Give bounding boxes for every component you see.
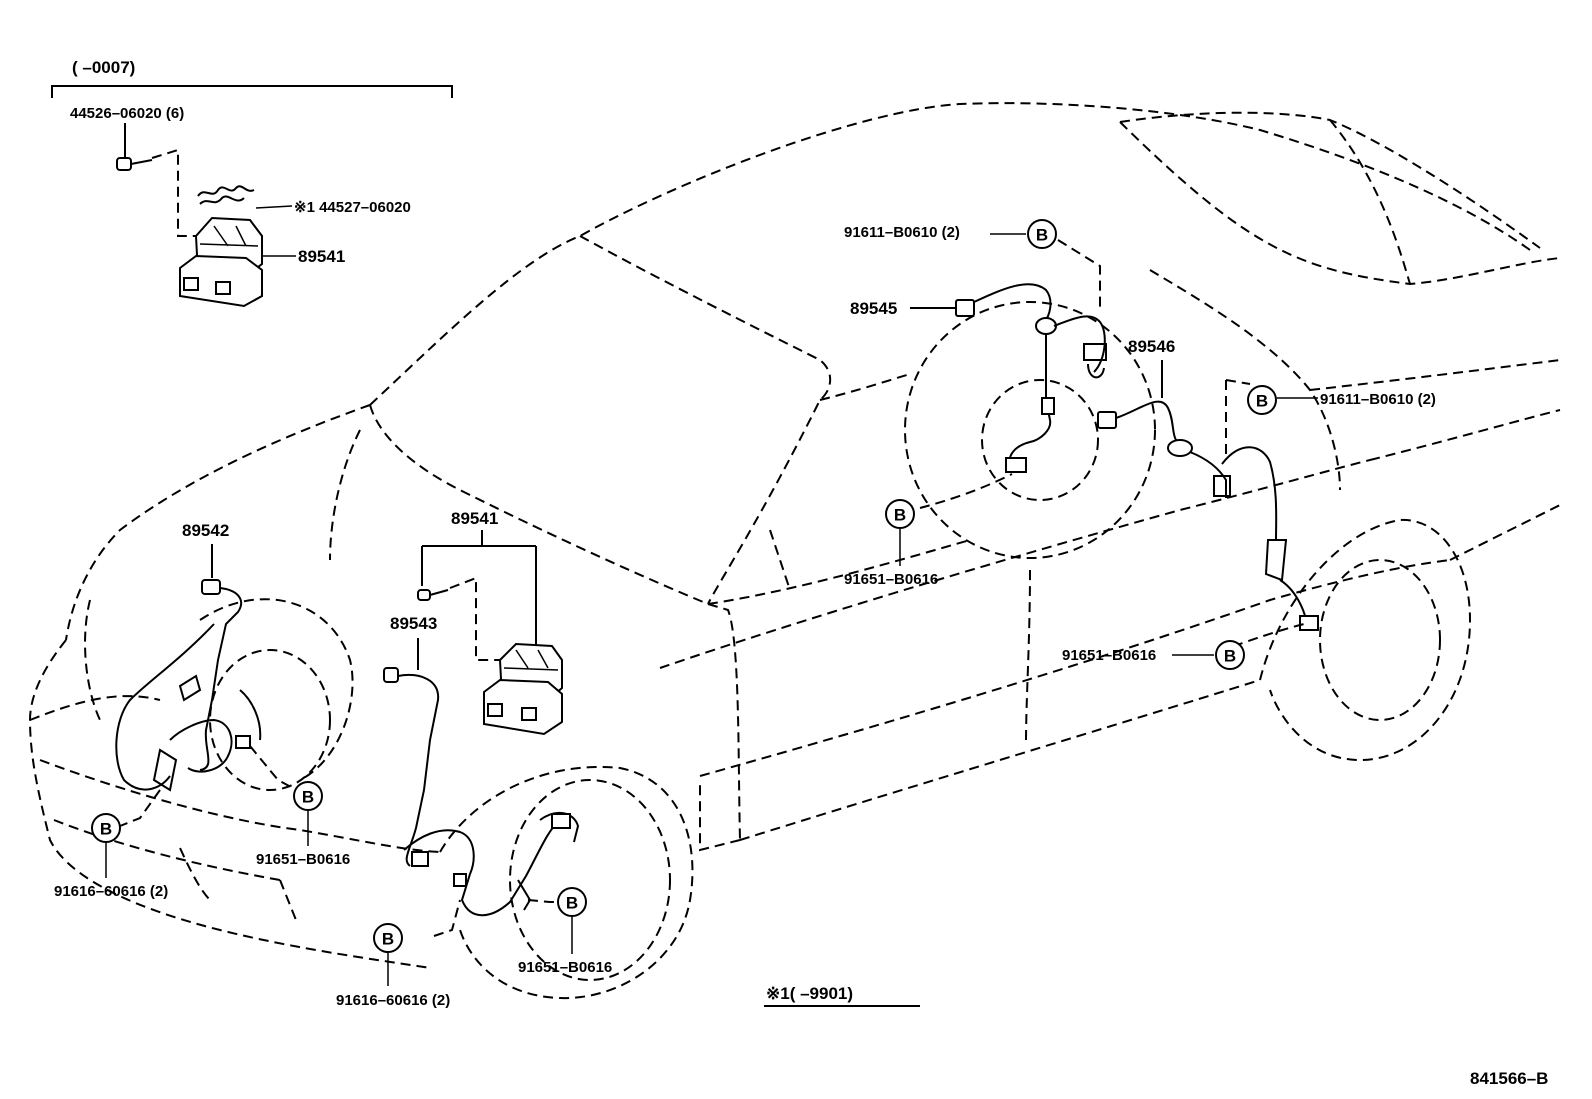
inset-actuator-group: 44526–06020 (6) ※1 44527–06020 89541 [70, 105, 411, 308]
fr-sensor-lh-label: 89543 [390, 614, 437, 633]
rr-sensor-rh-icon [955, 283, 1107, 473]
main-actuator-icon [483, 642, 563, 736]
footnote-label: ※1( –9901) [766, 984, 853, 1003]
main-actuator-group: 89541 [417, 509, 563, 736]
ref-marker-b [373, 923, 403, 953]
ref-marker-b-text: B [302, 788, 314, 807]
inset-bolt-label: 44526–06020 (6) [70, 105, 184, 122]
ref-marker-b [91, 813, 121, 843]
ref-marker-b-text: B [566, 894, 578, 913]
inset-gasket-label: ※1 44527–06020 [294, 199, 411, 216]
inset-actuator-label: 89541 [298, 247, 345, 266]
ref-marker-b [557, 887, 587, 917]
inset-bolt-icon [116, 157, 153, 171]
main-actuator-label: 89541 [451, 509, 498, 528]
rr-sensor-lh-label: 89546 [1128, 337, 1175, 356]
reference-markers: 91611–B0610 (2) B B 91611–B0610 (2) B 91… [54, 219, 1436, 1009]
fr-sensor-rh-label: 89542 [182, 521, 229, 540]
fr-sensor-rh-icon [115, 579, 262, 792]
bolt-rr-center-label: 91651–B0616 [844, 571, 938, 588]
front-right-sensor-group: 89542 [115, 521, 301, 827]
bolt-fr-wheel-label: 91651–B0616 [518, 959, 612, 976]
bolt-fr-mid-label: 91651–B0616 [256, 851, 350, 868]
car-body-outline [28, 102, 1561, 1000]
bolt-rr-lower-label: 91651–B0616 [1062, 647, 1156, 664]
figure-id: 841566–B [1470, 1069, 1548, 1088]
rear-left-sensor-group: 89546 [1097, 337, 1319, 653]
inset-gasket-icon [197, 185, 255, 205]
ref-marker-b-text: B [1256, 392, 1268, 411]
ref-marker-b-text: B [1036, 226, 1048, 245]
rr-sensor-rh-label: 89545 [850, 299, 897, 318]
ref-marker-b [1247, 385, 1277, 415]
bolt-rr-top-label: 91611–B0610 (2) [844, 224, 960, 241]
bolt-fr-left-label: 91616–60616 (2) [54, 883, 168, 900]
bolt-rr-right-label: 91611–B0610 (2) [1320, 391, 1436, 408]
fr-sensor-lh-icon [383, 667, 580, 917]
ref-marker-b-text: B [382, 930, 394, 949]
rear-right-sensor-group: 89545 [850, 239, 1107, 509]
inset-header: ( –0007) [51, 58, 453, 98]
ref-marker-b [293, 781, 323, 811]
main-bolt-icon [417, 589, 449, 601]
inset-bracket [51, 85, 453, 98]
ref-marker-b [885, 499, 915, 529]
rr-sensor-lh-icon [1097, 400, 1319, 631]
footnote-group: ※1( –9901) [764, 984, 920, 1007]
ref-marker-b-text: B [1224, 647, 1236, 666]
header-range-label: ( –0007) [72, 58, 135, 77]
ref-marker-b-text: B [100, 820, 112, 839]
inset-actuator-icon [179, 216, 263, 308]
bolt-fr-bottom-label: 91616–60616 (2) [336, 992, 450, 1009]
ref-marker-b-text: B [894, 506, 906, 525]
ref-marker-b [1215, 640, 1245, 670]
ref-marker-b [1027, 219, 1057, 249]
front-left-sensor-group: 89543 [383, 614, 580, 937]
